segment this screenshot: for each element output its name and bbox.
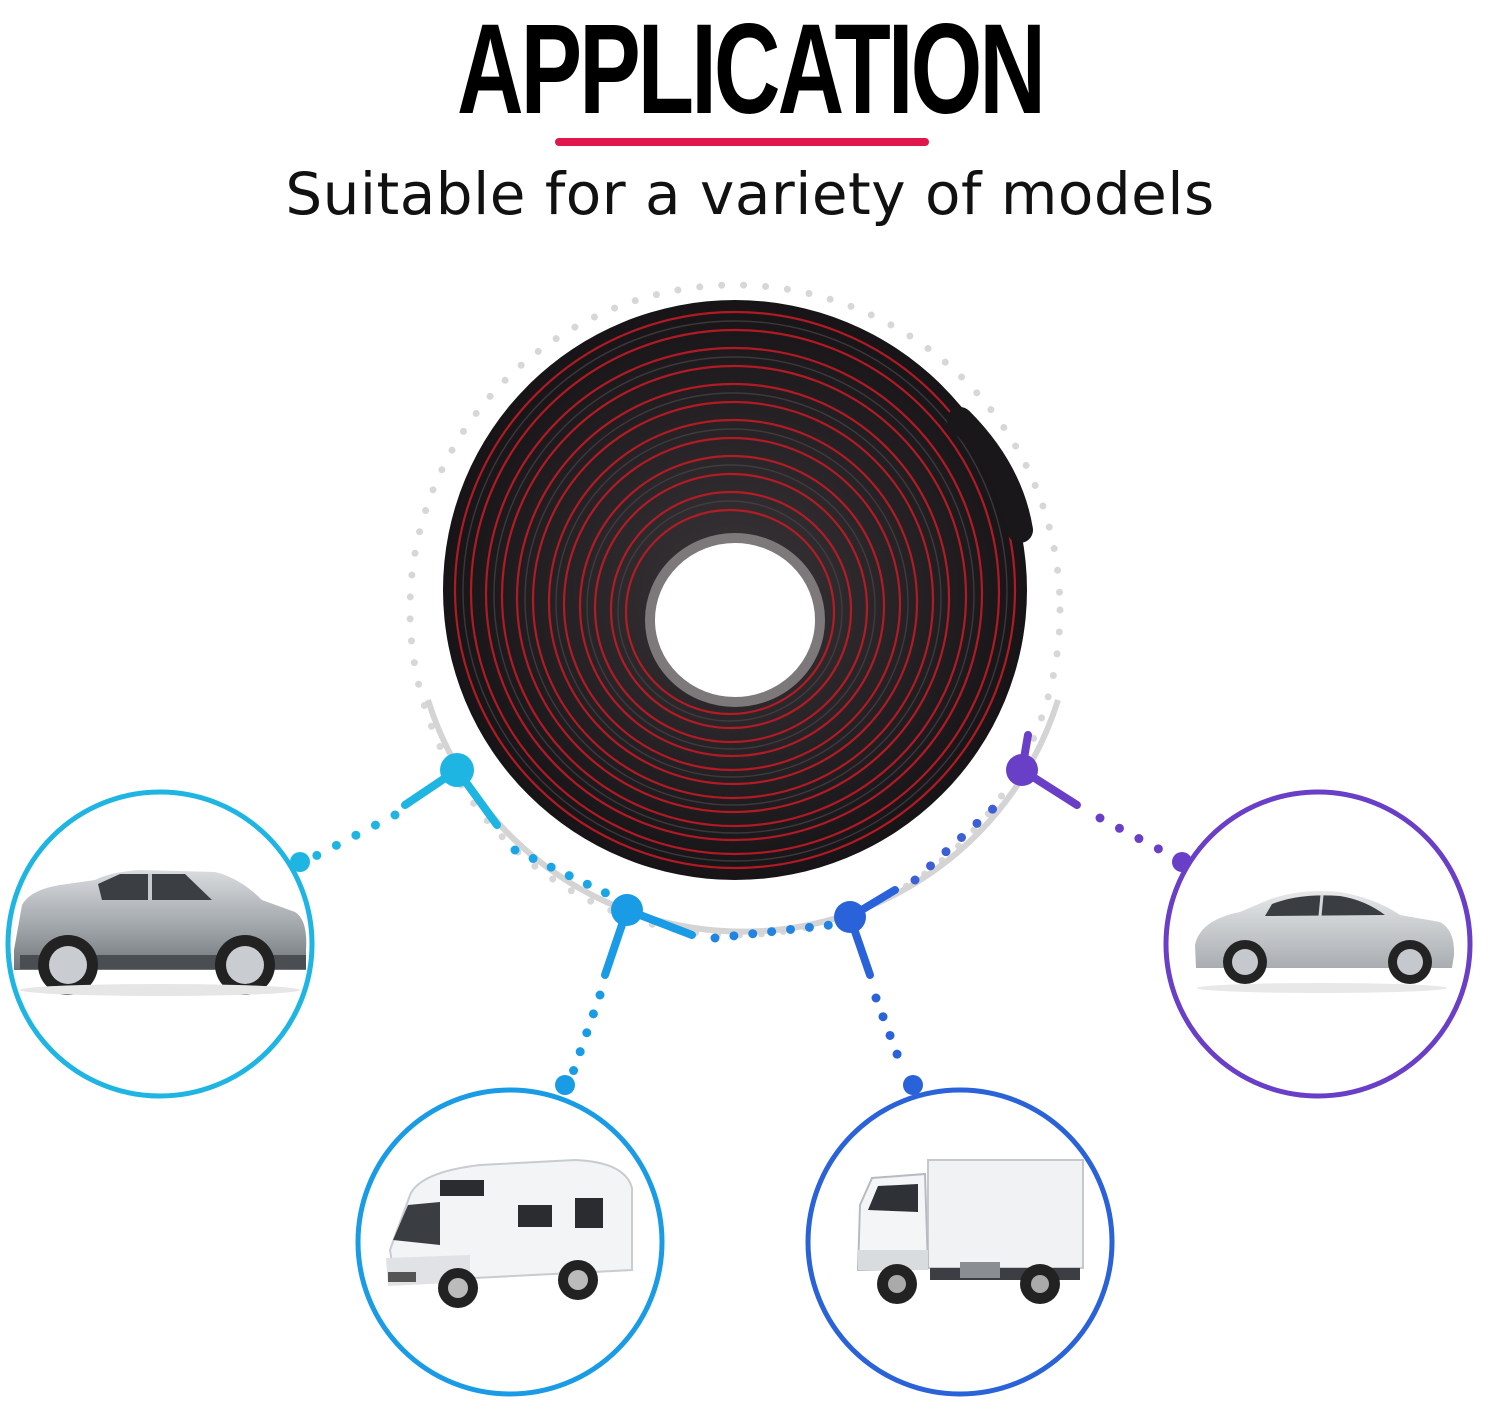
vehicle-card-truck [805,1087,1115,1397]
connector-rv [555,894,835,1095]
connector-truck [834,790,1013,1095]
vehicle-card-rv [355,1087,665,1397]
vehicle-card-suv [5,789,315,1099]
suv-icon [14,870,307,996]
page-subtitle: Suitable for a variety of models [285,160,1215,228]
title-underline [555,138,929,146]
motorhome-icon [386,1158,633,1308]
connector-suv [290,753,615,900]
seal-strip-coil-icon [443,300,1033,880]
vehicle-card-sedan [1163,789,1473,1099]
sedan-icon [1195,891,1455,993]
box-truck-icon [856,1159,1084,1304]
page-title: APPLICATION [456,0,1046,141]
